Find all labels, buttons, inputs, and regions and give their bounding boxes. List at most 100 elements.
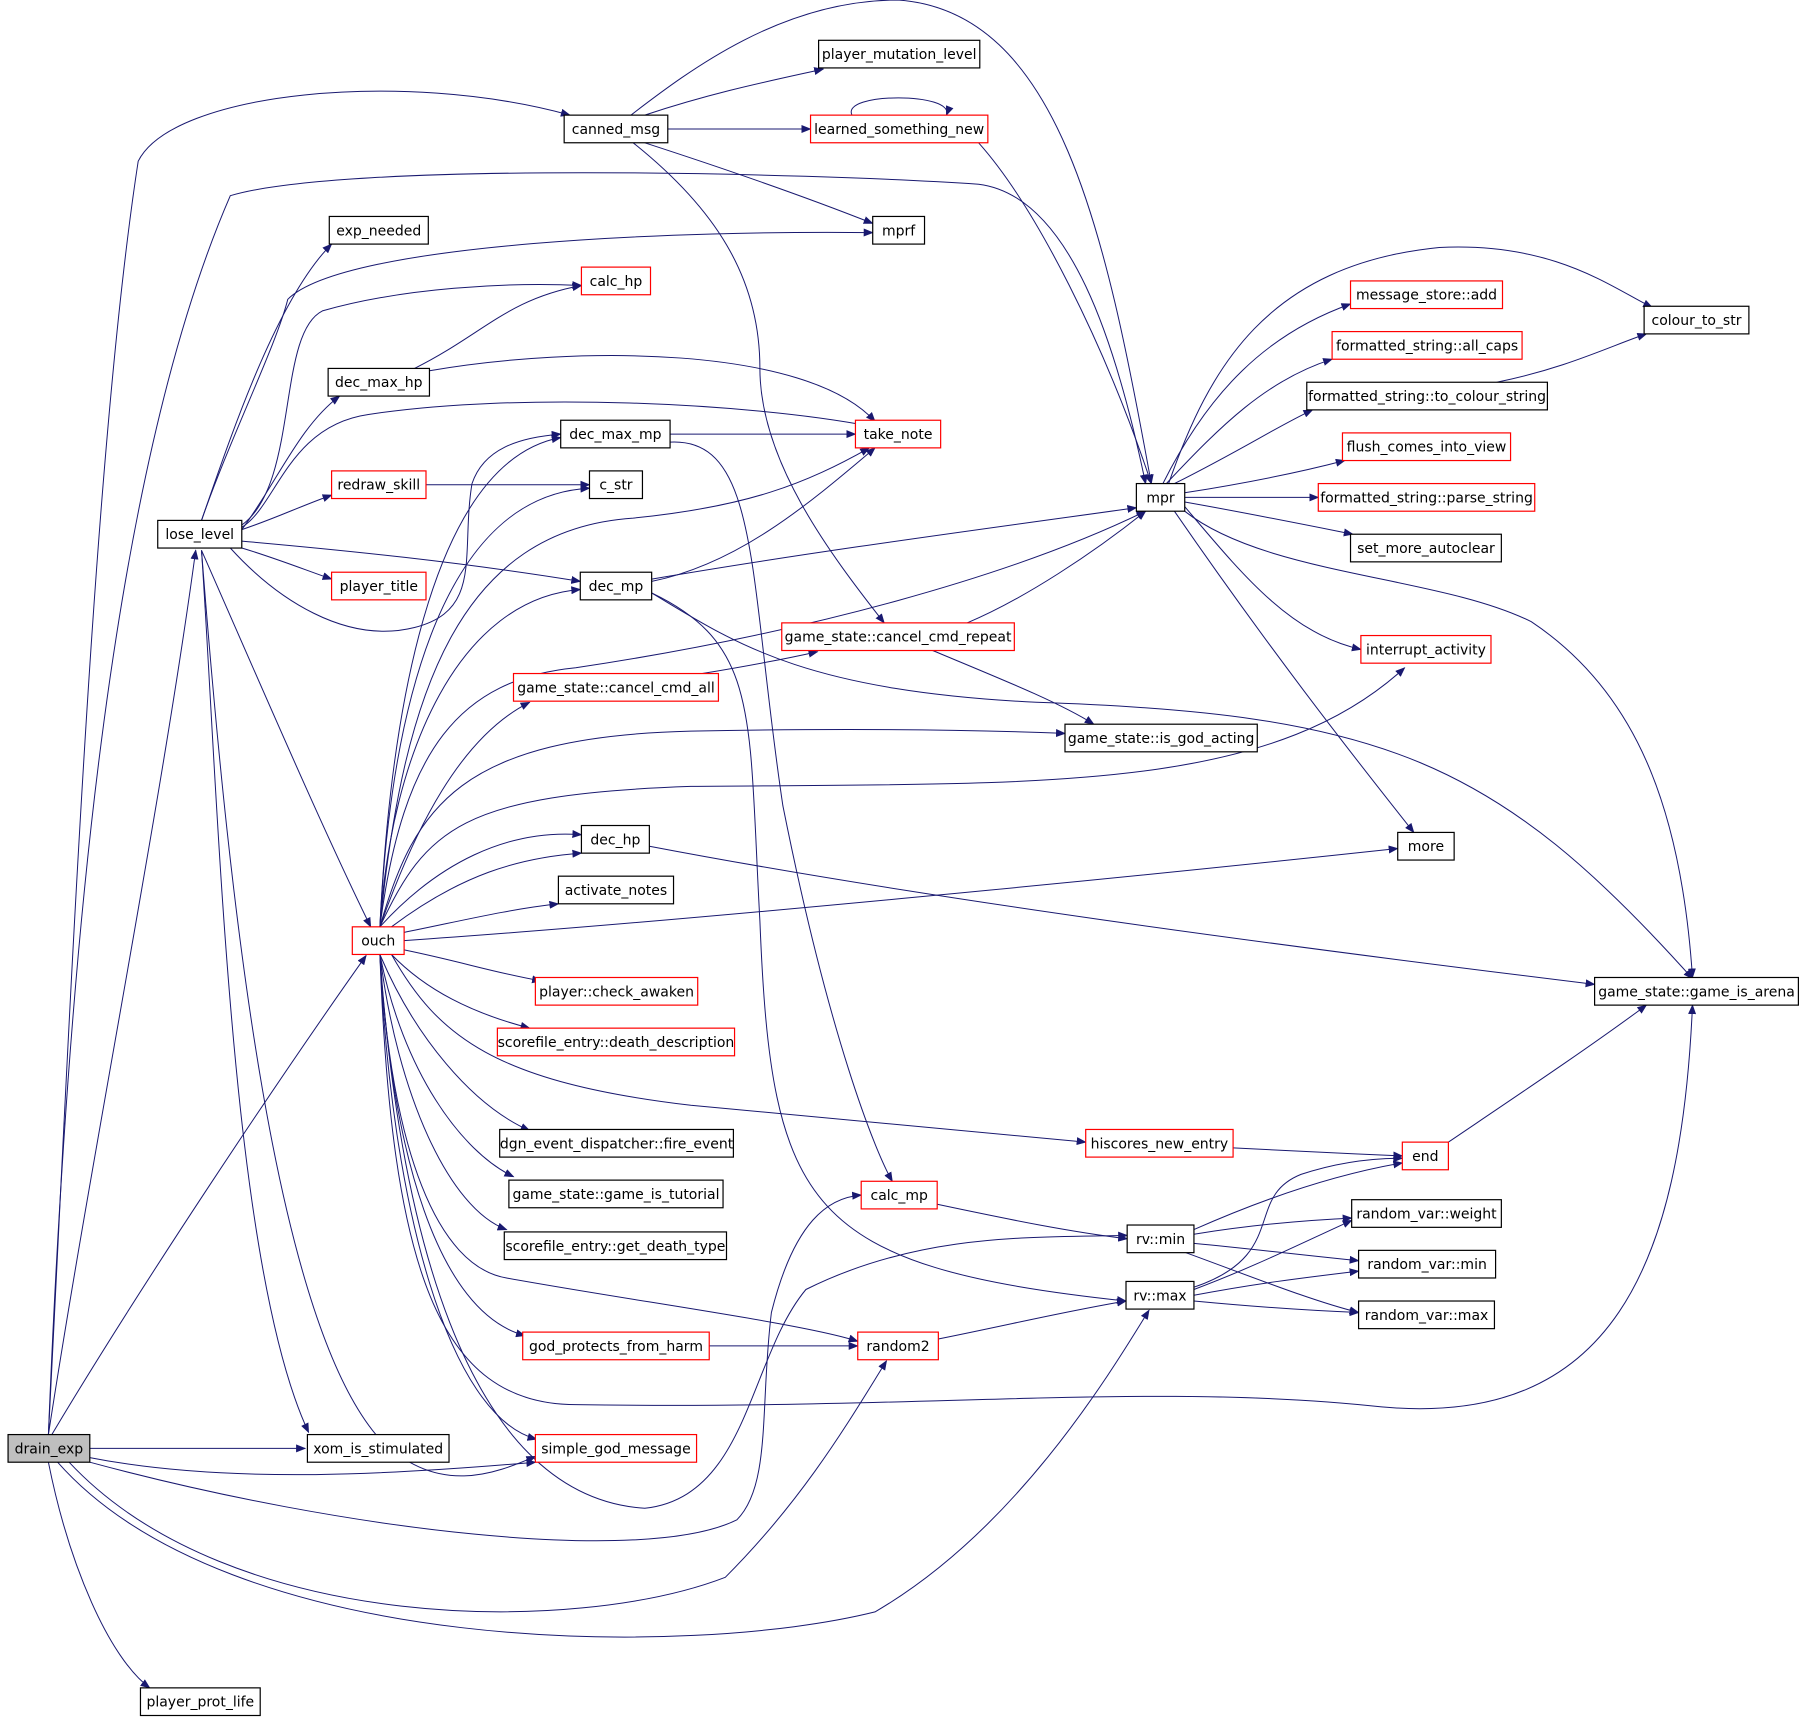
node-label-flush_comes_into_view: flush_comes_into_view xyxy=(1347,440,1507,456)
node-label-gs_game_is_tutorial: game_state::game_is_tutorial xyxy=(512,1187,719,1203)
edge-rv_min-to-random_var_min xyxy=(1193,1242,1360,1264)
node-label-player_prot_life: player_prot_life xyxy=(146,1695,254,1711)
node-dec_hp[interactable]: dec_hp xyxy=(580,824,650,854)
node-se_get_death_type[interactable]: scorefile_entry::get_death_type xyxy=(503,1231,728,1261)
node-box-take_note xyxy=(854,419,942,449)
node-player_title[interactable]: player_title xyxy=(330,571,427,601)
node-player_mutation_level[interactable]: player_mutation_level xyxy=(818,39,981,69)
node-interrupt_activity[interactable]: interrupt_activity xyxy=(1360,634,1492,664)
node-box-random_var_weight xyxy=(1351,1199,1502,1228)
node-fs_parse_string[interactable]: formatted_string::parse_string xyxy=(1317,482,1536,512)
node-flush_comes_into_view[interactable]: flush_comes_into_view xyxy=(1341,432,1512,462)
node-box-mpr xyxy=(1135,482,1186,512)
node-ouch[interactable]: ouch xyxy=(351,926,405,956)
node-box-rv_max xyxy=(1125,1280,1195,1310)
node-random_var_weight[interactable]: random_var::weight xyxy=(1351,1199,1502,1228)
node-box-player_title xyxy=(330,571,427,601)
edge-drain_exp-to-simple_god_message xyxy=(89,1457,537,1476)
edge-canned_msg-to-gs_cancel_cmd_repeat xyxy=(632,142,885,624)
node-redraw_skill[interactable]: redraw_skill xyxy=(330,470,427,500)
edge-ouch-to-interrupt_activity xyxy=(379,667,1406,928)
edge-ouch-to-mpr xyxy=(379,510,1147,927)
node-fs_to_colour_string[interactable]: formatted_string::to_colour_string xyxy=(1306,381,1549,411)
edge-lose_level-to-mprf xyxy=(201,228,874,521)
node-random2[interactable]: random2 xyxy=(857,1331,939,1361)
node-gs_cancel_cmd_repeat[interactable]: game_state::cancel_cmd_repeat xyxy=(781,622,1015,652)
node-calc_mp[interactable]: calc_mp xyxy=(860,1180,938,1210)
node-player_prot_life[interactable]: player_prot_life xyxy=(139,1687,261,1717)
edge-gs_cancel_cmd_repeat-to-mpr xyxy=(966,510,1147,624)
node-label-interrupt_activity: interrupt_activity xyxy=(1366,642,1486,658)
node-mpr[interactable]: mpr xyxy=(1135,482,1186,512)
node-dec_max_mp[interactable]: dec_max_mp xyxy=(560,419,671,449)
node-drain_exp[interactable]: drain_exp xyxy=(7,1433,91,1463)
node-box-set_more_autoclear xyxy=(1349,533,1502,563)
edge-ouch-to-dec_mp xyxy=(379,586,582,927)
edge-drain_exp-to-lose_level xyxy=(47,549,199,1435)
node-learned_something_new[interactable]: learned_something_new xyxy=(809,114,989,144)
node-colour_to_str[interactable]: colour_to_str xyxy=(1643,305,1750,335)
node-label-xom_is_stimulated: xom_is_stimulated xyxy=(313,1441,443,1457)
edge-ouch-to-dgn_fire_event xyxy=(379,954,531,1132)
node-box-god_protects_from_harm xyxy=(522,1331,710,1361)
node-label-dec_hp: dec_hp xyxy=(590,832,640,848)
function-nodes: drain_exp player_prot_life xom_is_stimulat… xyxy=(7,39,1799,1717)
edge-canned_msg-to-player_mutation_level xyxy=(644,67,825,116)
node-c_str[interactable]: c_str xyxy=(588,470,644,500)
node-box-gs_cancel_cmd_all xyxy=(512,672,720,702)
node-dgn_fire_event[interactable]: dgn_event_dispatcher::fire_event xyxy=(499,1128,735,1158)
node-label-mpr: mpr xyxy=(1146,490,1175,506)
edge-lose_level-to-exp_needed xyxy=(201,243,333,521)
node-box-random2 xyxy=(857,1331,939,1361)
node-gs_is_god_acting[interactable]: game_state::is_god_acting xyxy=(1064,723,1258,753)
node-gs_game_is_arena[interactable]: game_state::game_is_arena xyxy=(1594,976,1799,1006)
node-simple_god_message[interactable]: simple_god_message xyxy=(534,1433,698,1463)
node-rv_max[interactable]: rv::max xyxy=(1125,1280,1195,1310)
node-box-gs_cancel_cmd_repeat xyxy=(781,622,1015,652)
node-random_var_max[interactable]: random_var::max xyxy=(1357,1300,1496,1330)
node-more[interactable]: more xyxy=(1397,831,1455,861)
node-message_store_add[interactable]: message_store::add xyxy=(1349,280,1504,310)
node-canned_msg[interactable]: canned_msg xyxy=(563,114,669,144)
node-take_note[interactable]: take_note xyxy=(854,419,942,449)
node-end[interactable]: end xyxy=(1401,1141,1449,1171)
edge-ouch-to-more xyxy=(404,845,1399,942)
node-label-gs_cancel_cmd_all: game_state::cancel_cmd_all xyxy=(517,680,715,696)
edge-rv_max-to-random_var_weight xyxy=(1193,1219,1353,1290)
node-box-player_prot_life xyxy=(139,1687,261,1717)
node-exp_needed[interactable]: exp_needed xyxy=(328,215,429,245)
node-dec_mp[interactable]: dec_mp xyxy=(579,571,653,601)
node-xom_is_stimulated[interactable]: xom_is_stimulated xyxy=(306,1433,450,1463)
node-fs_all_caps[interactable]: formatted_string::all_caps xyxy=(1331,330,1523,360)
node-player_check_awaken[interactable]: player::check_awaken xyxy=(534,976,699,1006)
node-gs_cancel_cmd_all[interactable]: game_state::cancel_cmd_all xyxy=(512,672,720,702)
node-rv_min[interactable]: rv::min xyxy=(1126,1224,1195,1254)
node-god_protects_from_harm[interactable]: god_protects_from_harm xyxy=(522,1331,710,1361)
node-box-dec_mp xyxy=(579,571,653,601)
node-label-lose_level: lose_level xyxy=(165,527,234,543)
node-box-fs_parse_string xyxy=(1317,482,1536,512)
node-box-rv_min xyxy=(1126,1224,1195,1254)
node-box-canned_msg xyxy=(563,114,669,144)
node-activate_notes[interactable]: activate_notes xyxy=(557,875,675,905)
node-hiscores_new_entry[interactable]: hiscores_new_entry xyxy=(1085,1128,1234,1158)
node-box-lose_level xyxy=(157,519,243,549)
node-box-redraw_skill xyxy=(330,470,427,500)
node-box-gs_game_is_arena xyxy=(1594,976,1799,1006)
node-label-random_var_min: random_var::min xyxy=(1367,1257,1487,1273)
node-dec_max_hp[interactable]: dec_max_hp xyxy=(327,367,431,397)
node-gs_game_is_tutorial[interactable]: game_state::game_is_tutorial xyxy=(508,1179,724,1209)
node-box-player_mutation_level xyxy=(818,39,981,69)
edge-ouch-to-se_death_description xyxy=(391,954,531,1030)
edge-hiscores_new_entry-to-end xyxy=(1233,1147,1404,1160)
node-box-random_var_max xyxy=(1357,1300,1496,1330)
node-set_more_autoclear[interactable]: set_more_autoclear xyxy=(1349,533,1502,563)
node-calc_hp[interactable]: calc_hp xyxy=(580,266,652,296)
node-label-calc_mp: calc_mp xyxy=(871,1188,929,1204)
node-mprf[interactable]: mprf xyxy=(872,215,926,245)
edge-ouch-to-gs_is_god_acting xyxy=(379,728,1066,927)
node-se_death_description[interactable]: scorefile_entry::death_description xyxy=(496,1027,736,1057)
node-lose_level[interactable]: lose_level xyxy=(157,519,243,549)
node-random_var_min[interactable]: random_var::min xyxy=(1357,1249,1497,1279)
